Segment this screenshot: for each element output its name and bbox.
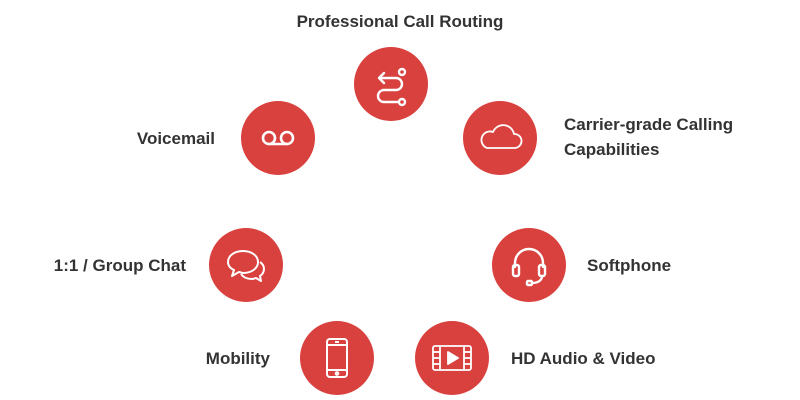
softphone-circle	[492, 228, 566, 302]
headset-icon	[511, 247, 547, 287]
group-chat-circle	[209, 228, 283, 302]
mobility-circle	[300, 321, 374, 395]
mobility-label: Mobility	[205, 349, 270, 368]
voicemail-icon	[261, 130, 295, 146]
call-routing-circle	[354, 47, 428, 121]
carrier-calling-label-line1: Carrier-grade Calling	[564, 115, 734, 134]
cloud-icon	[480, 124, 523, 149]
voicemail-circle	[241, 101, 315, 175]
video-film-icon	[432, 345, 472, 371]
hd-audio-video-circle	[415, 321, 489, 395]
smartphone-icon	[326, 338, 348, 378]
call-routing-label: Professional Call Routing	[296, 12, 504, 31]
routing-arrows-icon	[376, 67, 407, 107]
carrier-calling-label-line2: Capabilities	[564, 140, 660, 159]
carrier-calling-label: Carrier-grade Calling Capabilities	[564, 112, 733, 162]
carrier-calling-circle	[463, 101, 537, 175]
chat-bubbles-icon	[227, 250, 265, 282]
hd-audio-video-label: HD Audio & Video	[511, 349, 656, 368]
softphone-label: Softphone	[587, 256, 672, 275]
voicemail-label: Voicemail	[136, 129, 215, 148]
group-chat-label: 1:1 / Group Chat	[53, 256, 186, 275]
